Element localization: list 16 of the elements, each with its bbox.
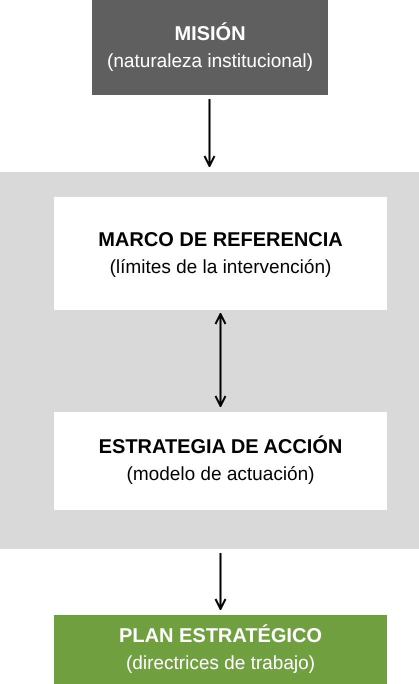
- box-subtitle: (directrices de trabajo): [126, 652, 316, 676]
- arrow: [214, 313, 226, 407]
- arrow: [214, 553, 226, 610]
- box-heading: MISIÓN: [174, 21, 246, 46]
- box-subtitle: (modelo de actuación): [126, 463, 314, 487]
- box-subtitle: (límites de la intervención): [110, 256, 332, 280]
- box-subtitle: (naturaleza institucional): [107, 50, 313, 74]
- process-box: [54, 197, 387, 310]
- arrow: [204, 99, 216, 167]
- box-heading: MARCO DE REFERENCIA: [98, 228, 343, 252]
- process-box: [54, 412, 387, 510]
- box-heading: PLAN ESTRATÉGICO: [119, 623, 322, 648]
- mission-box: [92, 0, 328, 95]
- group-band: [0, 172, 419, 549]
- box-heading: ESTRATEGIA DE ACCIÓN: [98, 434, 342, 460]
- plan-box: [54, 615, 387, 684]
